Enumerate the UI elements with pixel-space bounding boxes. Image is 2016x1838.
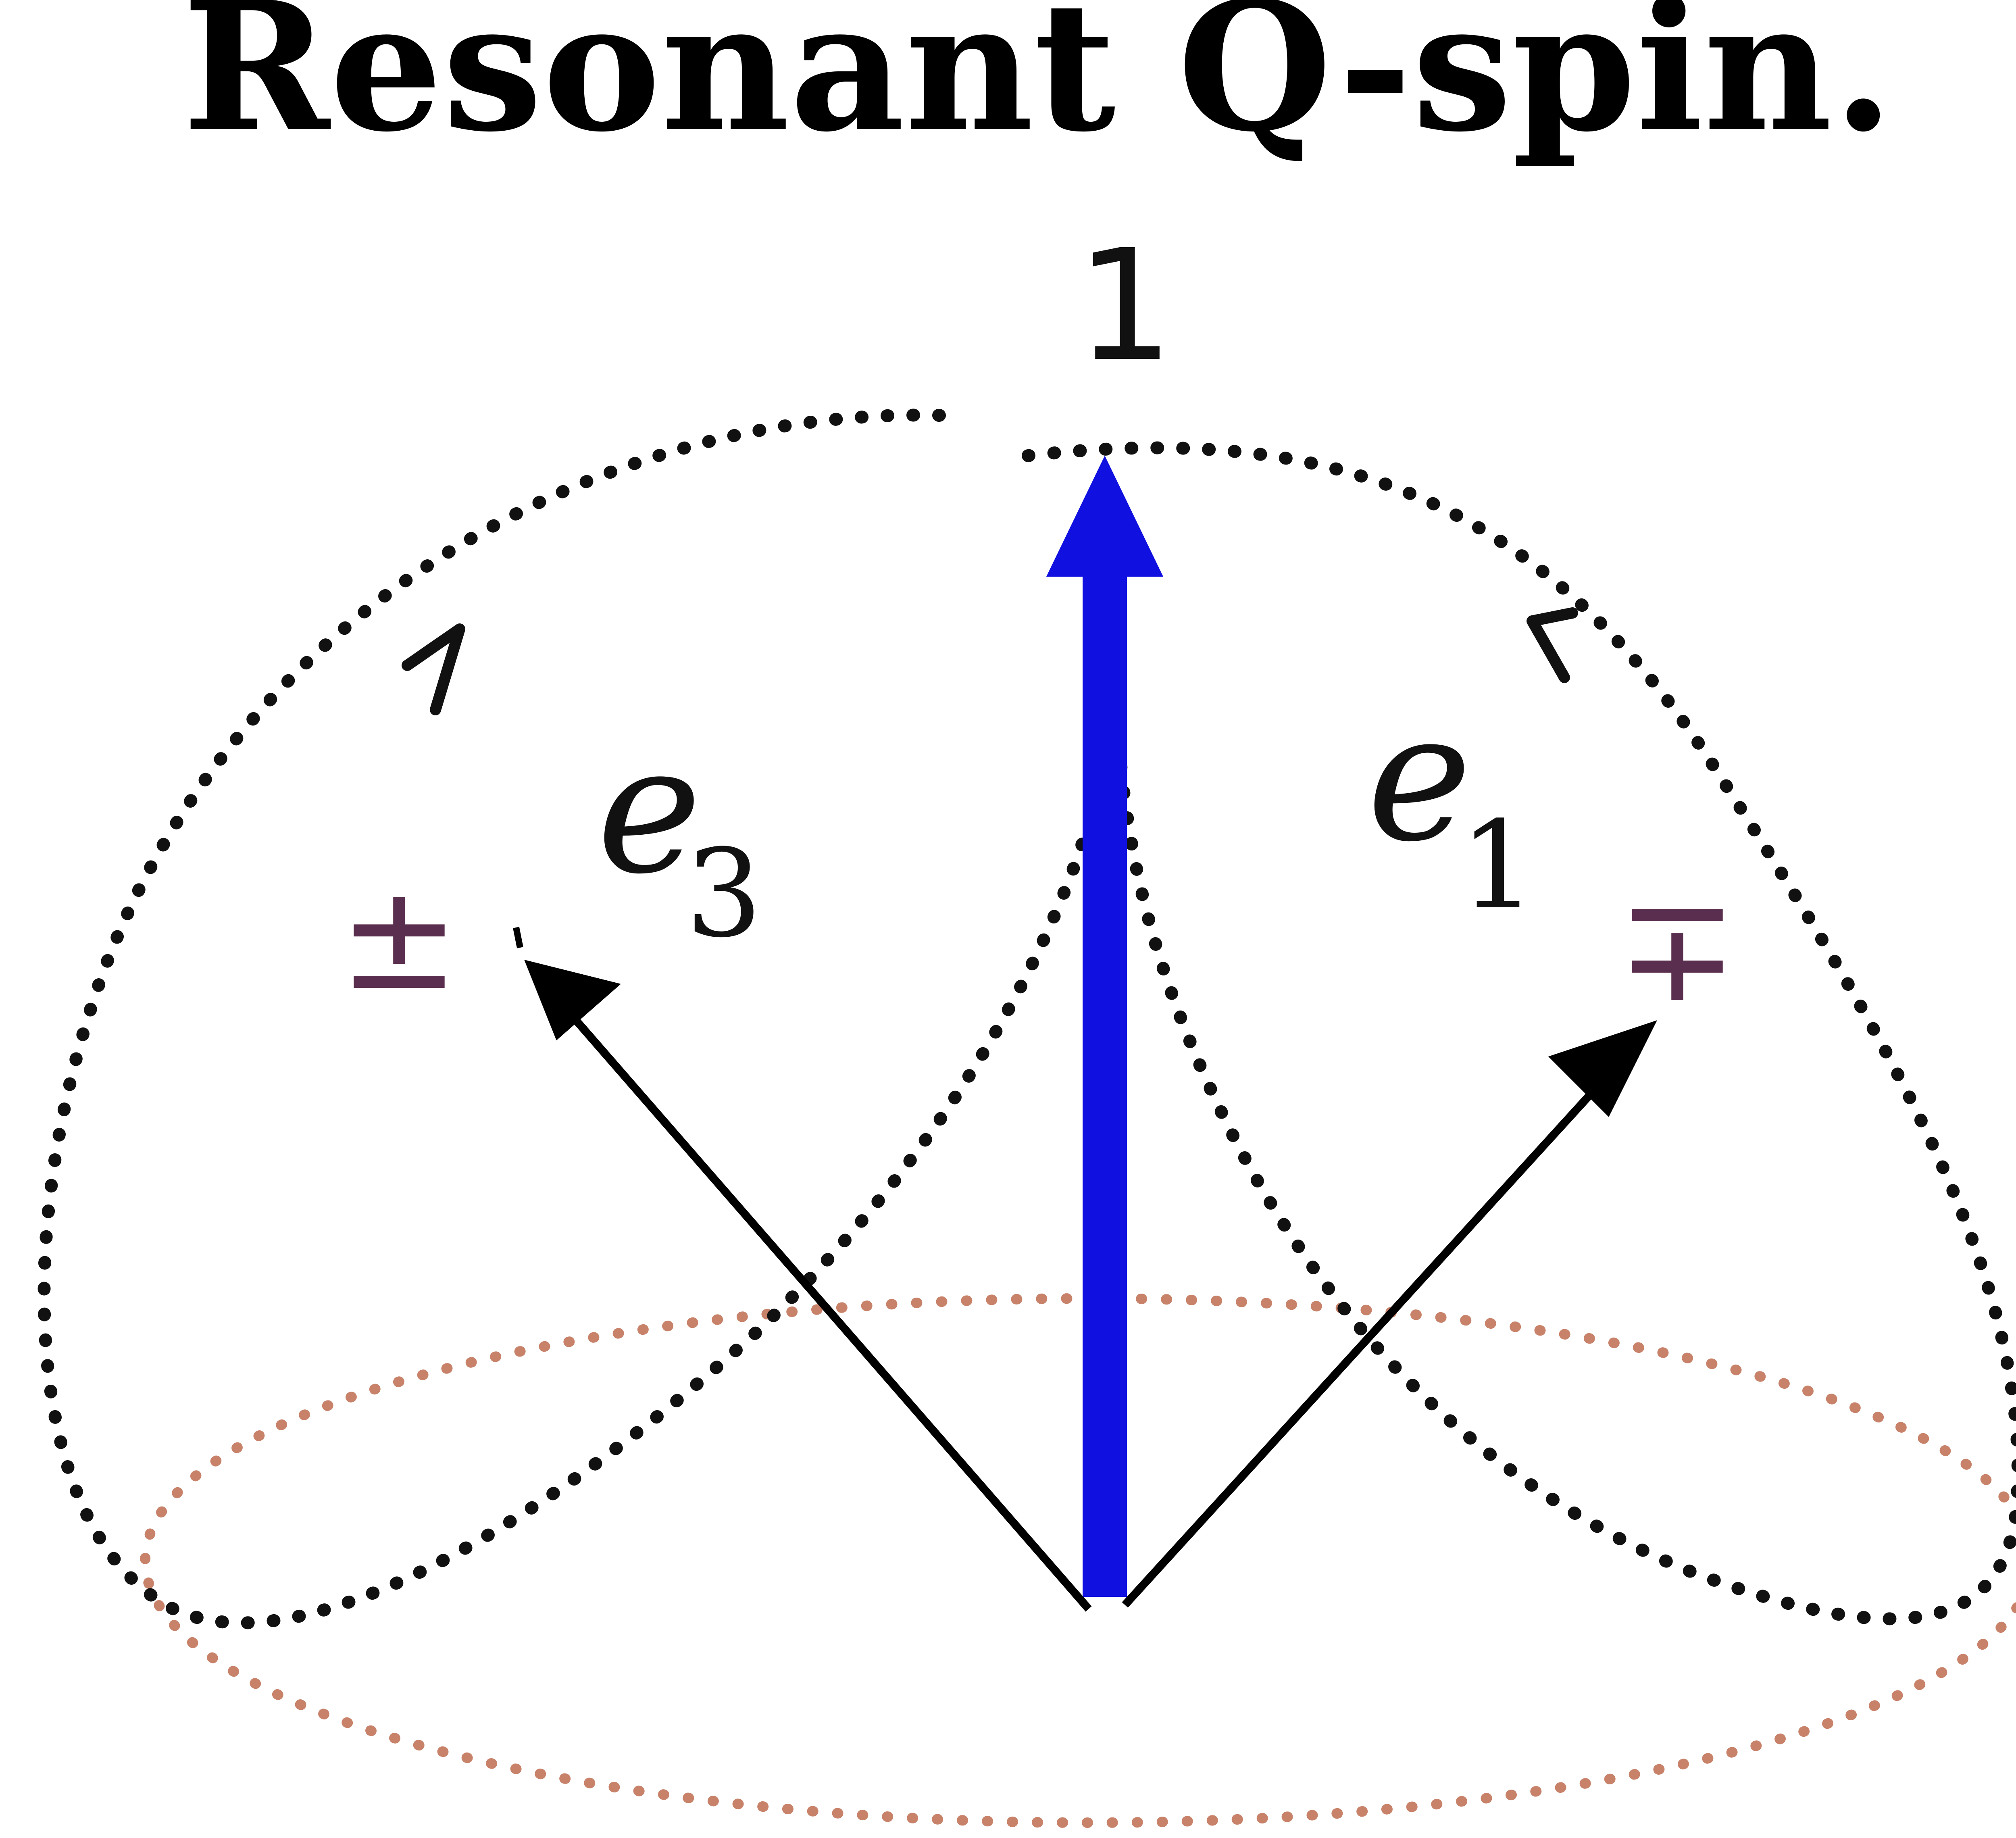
- right-sign-minus-plus: ∓: [1616, 865, 1738, 1034]
- left-tick-mark: [513, 927, 523, 948]
- vector-e3-subscript: 3: [685, 823, 762, 964]
- vector-e1-label: e: [1367, 674, 1472, 881]
- vector-e1-arrowhead-icon: [1548, 1020, 1657, 1117]
- right-loop-arrowhead-icon: [1527, 607, 1578, 683]
- vector-e3: [541, 981, 1092, 1612]
- top-label: 1: [1076, 217, 1174, 395]
- axis-arrowhead-icon: [1046, 456, 1163, 577]
- left-sign-plus-minus: ±: [338, 853, 460, 1022]
- right-outer-loop: [1022, 441, 2016, 1625]
- left-outer-loop: [37, 408, 1111, 1630]
- vector-e1: [1122, 1054, 1628, 1608]
- vector-e1-subscript: 1: [1460, 795, 1537, 936]
- vector-e3-arrowhead-icon: [524, 960, 621, 1040]
- vector-e3-label: e: [597, 706, 702, 913]
- left-loop-arrowhead-icon: [402, 623, 465, 715]
- diagram-title: Resonant Q-spin.: [182, 0, 1894, 171]
- base-ellipse: [140, 1293, 2016, 1828]
